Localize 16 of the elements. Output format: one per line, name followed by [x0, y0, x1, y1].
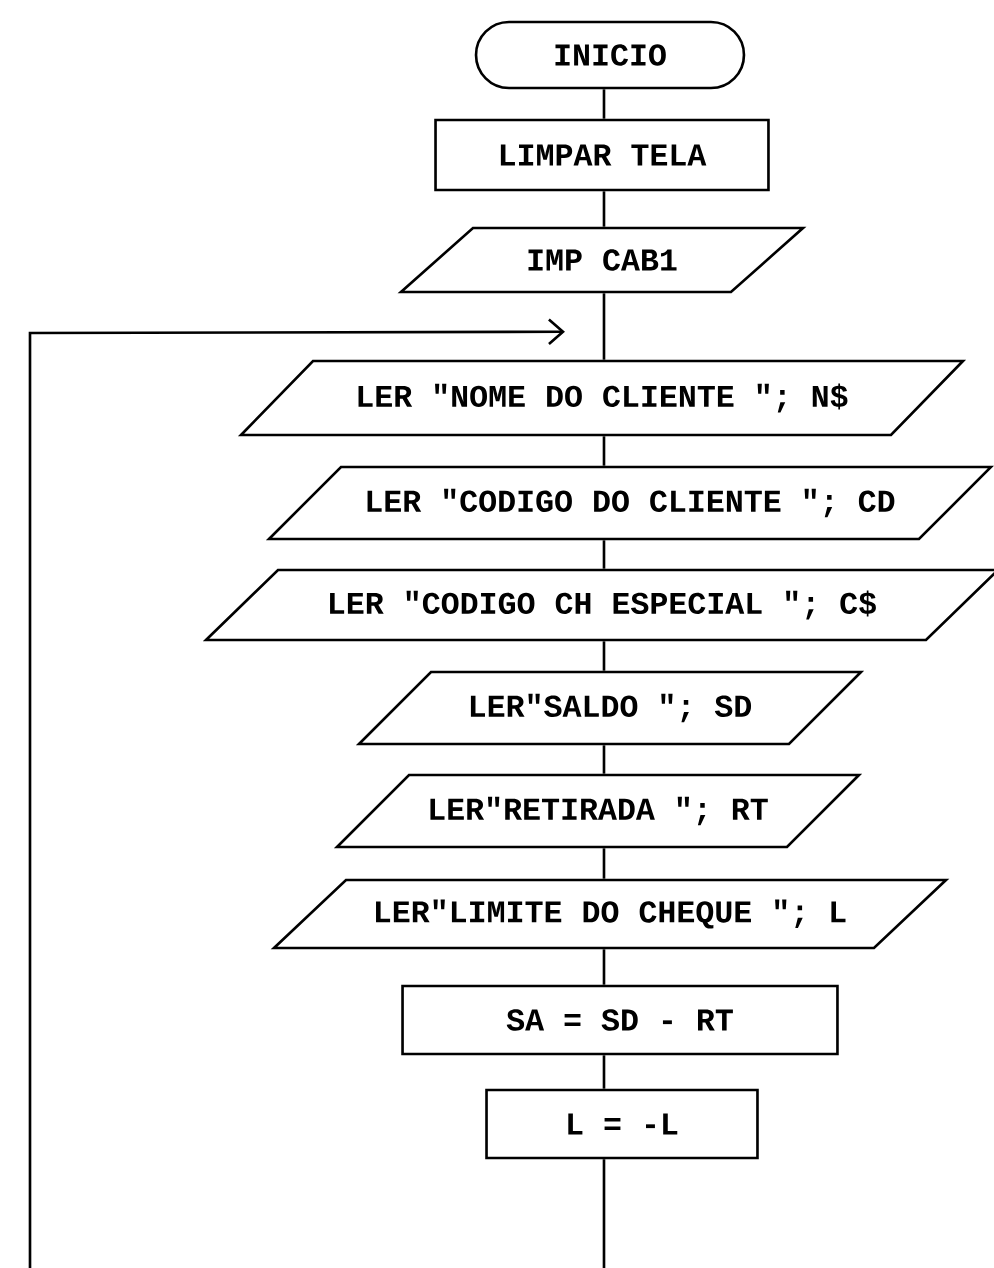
connector-line — [602, 1055, 606, 1089]
connector-line — [602, 293, 606, 360]
process-box: SA = SD - RT — [401, 984, 839, 1056]
process-box: LIMPAR TELA — [434, 118, 770, 192]
process-box: L = -L — [485, 1088, 759, 1160]
start-terminator: INICIO — [474, 20, 746, 90]
connector-line — [602, 949, 606, 985]
connector-line — [602, 540, 606, 569]
connector-line — [602, 745, 606, 774]
loop-arrow — [28, 318, 565, 1268]
connector-line — [602, 1159, 606, 1268]
connector-line — [602, 191, 606, 227]
connector-line — [602, 436, 606, 466]
connector-line — [602, 641, 606, 671]
connector-line — [602, 89, 606, 119]
connector-line — [602, 848, 606, 879]
